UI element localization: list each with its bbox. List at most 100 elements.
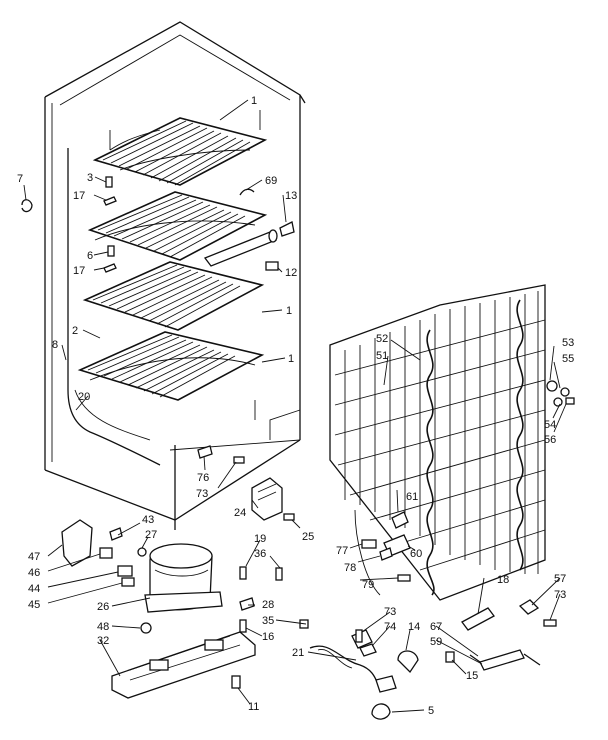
callout-69: 69 — [265, 175, 277, 187]
bracket-76 — [197, 445, 213, 459]
callout-53: 53 — [562, 337, 574, 349]
callout-25: 25 — [302, 531, 314, 543]
callout-79: 79 — [362, 579, 374, 591]
callout-60: 60 — [410, 548, 422, 560]
callout-17-lower: 17 — [73, 265, 85, 277]
callout-19: 19 — [254, 533, 266, 545]
callout-labels: 1 7 3 17 69 13 6 17 12 1 2 8 1 20 52 51 … — [17, 95, 574, 717]
callout-51: 51 — [376, 350, 388, 362]
screw-53-55 — [546, 380, 570, 397]
evaporator-shelf-top — [92, 117, 268, 186]
callout-76: 76 — [197, 472, 209, 484]
callout-18: 18 — [497, 574, 509, 586]
callout-45: 45 — [28, 599, 40, 611]
wire-harness-21 — [309, 629, 397, 693]
callout-44: 44 — [28, 583, 40, 595]
compressor-26 — [144, 543, 223, 613]
callout-11: 11 — [248, 701, 259, 713]
bolt-73-74 — [355, 629, 377, 657]
callout-14: 14 — [408, 621, 420, 633]
callout-1-top: 1 — [251, 95, 257, 107]
callout-47: 47 — [28, 551, 40, 563]
plug-12 — [265, 261, 279, 271]
relay-44 — [117, 565, 133, 577]
callout-5: 5 — [428, 705, 434, 717]
screw-6 — [107, 245, 115, 257]
callout-24: 24 — [234, 507, 246, 519]
callout-78: 78 — [344, 562, 356, 574]
screw-25 — [283, 513, 295, 521]
fitting-13 — [279, 221, 295, 237]
callout-6: 6 — [87, 250, 93, 262]
callout-21: 21 — [292, 647, 304, 659]
callout-1-middle: 1 — [286, 305, 292, 317]
callout-13: 13 — [285, 190, 297, 202]
callout-61: 61 — [406, 491, 418, 503]
callout-74: 74 — [384, 621, 396, 633]
callout-17-upper: 17 — [73, 190, 85, 202]
screw-73-right — [543, 619, 557, 627]
callout-59: 59 — [430, 636, 442, 648]
terminal-cover-47 — [61, 519, 93, 567]
callout-32: 32 — [97, 635, 109, 647]
accumulator — [203, 229, 278, 267]
callout-12: 12 — [285, 267, 297, 279]
callout-3: 3 — [87, 172, 93, 184]
clip-46 — [99, 547, 113, 559]
clip-17-upper — [103, 196, 117, 206]
fitting-78 — [379, 547, 393, 561]
tube-69 — [239, 188, 255, 196]
cabinet-liner — [44, 21, 306, 530]
condenser-coil — [329, 284, 546, 601]
callout-73-lower: 73 — [384, 606, 396, 618]
clip-17-lower — [103, 263, 117, 273]
base-plate-32 — [111, 631, 256, 699]
clip-43 — [109, 527, 123, 541]
callout-48: 48 — [97, 621, 109, 633]
heater-67-59 — [469, 649, 541, 671]
relay-cover-24 — [251, 477, 283, 521]
cap-5 — [371, 703, 391, 720]
callout-43: 43 — [142, 514, 154, 526]
callout-55: 55 — [562, 353, 574, 365]
cover-14 — [397, 650, 419, 674]
callout-36: 36 — [254, 548, 266, 560]
callout-57: 57 — [554, 573, 566, 585]
bolt-16 — [239, 619, 247, 633]
screw-73-upper — [233, 456, 245, 464]
callout-56: 56 — [544, 434, 556, 446]
callout-7: 7 — [17, 173, 23, 185]
screw-54-56 — [553, 397, 575, 407]
screw-15 — [445, 651, 455, 663]
clip-7 — [21, 199, 33, 213]
screw-3 — [105, 176, 113, 188]
callout-73-upper: 73 — [196, 488, 208, 500]
callout-16: 16 — [262, 631, 274, 643]
callout-73-right: 73 — [554, 589, 566, 601]
callout-1-lower: 1 — [288, 353, 294, 365]
evaporator-shelf-lower — [82, 261, 265, 331]
callout-46: 46 — [28, 567, 40, 579]
grommet-27 — [137, 547, 147, 557]
tube-18 — [461, 607, 495, 631]
callout-35: 35 — [262, 615, 274, 627]
screw-79 — [397, 574, 411, 582]
callout-26: 26 — [97, 601, 109, 613]
callout-2: 2 — [72, 325, 78, 337]
callout-8: 8 — [52, 339, 58, 351]
callout-54: 54 — [544, 419, 556, 431]
bolt-11 — [231, 675, 241, 689]
valve-77 — [361, 539, 377, 549]
evaporator-shelf-bottom — [77, 331, 265, 401]
evaporator-shelf-middle — [87, 191, 268, 261]
callout-28: 28 — [262, 599, 274, 611]
callout-15: 15 — [466, 670, 478, 682]
callout-20: 20 — [78, 391, 90, 403]
callout-67: 67 — [430, 621, 442, 633]
bolt-19-36 — [239, 566, 283, 581]
callout-52: 52 — [376, 333, 388, 345]
callout-77: 77 — [336, 545, 348, 557]
leader-lines — [23, 99, 567, 713]
suction-line-tube — [67, 148, 161, 466]
